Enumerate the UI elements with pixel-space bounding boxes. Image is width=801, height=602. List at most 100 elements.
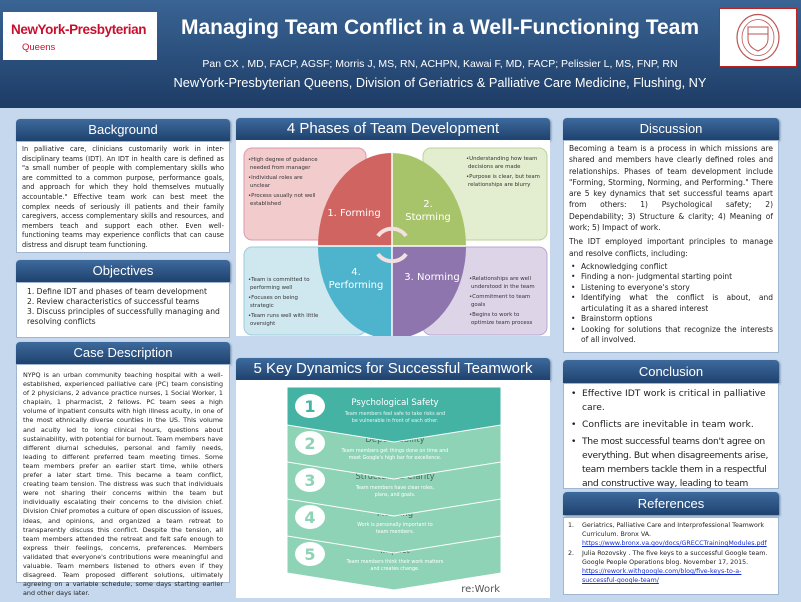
dynamic-desc: plans, and goals. (375, 492, 416, 498)
dynamics-heading: 5 Key Dynamics for Successful Teamwork (236, 358, 550, 380)
norming-label: 3. Norming (404, 272, 459, 283)
reference-link[interactable]: https://rework.withgoogle.com/blog/five-… (582, 568, 742, 585)
poster-header: NewYork-Presbyterian Queens Managing Tea… (0, 0, 801, 108)
svg-text:needed from manager: needed from manager (250, 165, 311, 171)
discussion-paragraph: Becoming a team is a process in which mi… (569, 144, 773, 233)
principle-item: Brainstorm options (569, 314, 773, 325)
svg-text:•Relationships are well: •Relationships are well (469, 276, 531, 282)
principle-item: Listening to everyone's story (569, 283, 773, 294)
background-heading: Background (16, 119, 230, 141)
conclusion-item: Conflicts are inevitable in team work. (570, 418, 772, 432)
svg-text:optimize team process: optimize team process (471, 320, 533, 326)
dynamics-diagram: 5ImpactTeam members think their work mat… (236, 380, 550, 598)
number-circle (295, 468, 325, 492)
cycle-arrow-icon (376, 226, 408, 238)
principle-item: Looking for solutions that recognize the… (569, 325, 773, 346)
dynamic-desc: Team members have clear roles, (355, 485, 435, 491)
conclusion-heading: Conclusion (563, 360, 779, 383)
svg-text:unclear: unclear (250, 183, 271, 189)
objective-item: 1. Define IDT and phases of team develop… (27, 287, 207, 296)
svg-text:•Team runs well with little: •Team runs well with little (248, 313, 319, 319)
svg-text:relationships are blurry: relationships are blurry (468, 182, 531, 188)
references-heading: References (563, 492, 779, 515)
objectives-heading: Objectives (16, 260, 230, 282)
case-description-body: NYPQ is an urban community teaching hosp… (16, 364, 230, 597)
number-circle (295, 431, 325, 455)
number-circle (295, 394, 325, 418)
svg-text:•Commitment to team: •Commitment to team (469, 294, 530, 300)
discussion-body: Becoming a team is a process in which mi… (563, 140, 779, 353)
dynamic-number: 4 (304, 508, 315, 527)
reference-item: 1.Geriatrics, Palliative Care and Interp… (568, 521, 774, 549)
svg-text:•Purpose is clear, but team: •Purpose is clear, but team (466, 174, 540, 180)
objectives-body: 1. Define IDT and phases of team develop… (16, 282, 230, 338)
affiliation: NewYork-Presbyterian Queens, Division of… (173, 75, 707, 90)
dynamic-number: 5 (304, 545, 315, 564)
performing-quadrant (318, 246, 392, 339)
conclusion-item: Effective IDT work is critical in pallia… (570, 387, 772, 415)
case-description-heading: Case Description (16, 342, 230, 364)
dynamic-desc: Team members get things done on time and (341, 448, 449, 454)
svg-text:•High degree of guidance: •High degree of guidance (248, 157, 318, 163)
dynamic-number: 1 (304, 397, 315, 416)
reference-item: 2.Julia Rozovsky . The five keys to a su… (568, 549, 774, 586)
discussion-heading: Discussion (563, 118, 779, 140)
svg-text:•Team is committed to: •Team is committed to (248, 277, 310, 283)
logo-subtext: Queens (22, 42, 56, 53)
logo-text: NewYork-Presbyterian (11, 22, 147, 37)
authors: Pan CX , MD, FACP, AGSF; Morris J, MS, R… (202, 58, 678, 70)
cycle-arrow-icon (376, 252, 408, 264)
dynamic-number: 3 (304, 471, 315, 490)
svg-text:established: established (250, 201, 281, 207)
dynamic-desc: team members. (376, 529, 414, 535)
norming-quadrant (392, 246, 466, 339)
svg-text:•Understanding how team: •Understanding how team (466, 156, 537, 162)
reference-link[interactable]: https://www.bronx.va.gov/docs/GRECCTrain… (582, 540, 767, 548)
dynamic-desc: Team members feel safe to take risks and (344, 411, 445, 417)
dynamic-title: Psychological Safety (351, 398, 438, 408)
references-body: 1.Geriatrics, Palliative Care and Interp… (563, 517, 779, 595)
university-seal-logo (719, 8, 797, 67)
forming-quadrant (318, 153, 392, 246)
dynamic-desc: be vulnerable in front of each other. (352, 418, 438, 424)
phases-diagram: 1. Forming 2. Storming 3. Norming 4. Per… (236, 140, 550, 339)
svg-text:decisions are made: decisions are made (468, 164, 521, 170)
svg-text:strategic: strategic (250, 303, 274, 309)
phases-heading: 4 Phases of Team Development (236, 118, 550, 140)
rework-logo: re:Work (461, 584, 500, 595)
svg-text:•Focuses on being: •Focuses on being (248, 295, 298, 301)
number-circle (295, 505, 325, 529)
objective-item: 3. Discuss principles of successfully ma… (27, 307, 220, 326)
svg-text:•Process usually not well: •Process usually not well (248, 193, 315, 199)
dynamic-number: 2 (304, 434, 315, 453)
performing-label: Performing (329, 280, 384, 291)
conclusion-body: Effective IDT work is critical in pallia… (563, 383, 779, 503)
number-circle (295, 542, 325, 566)
svg-text:goals: goals (471, 302, 486, 308)
svg-text:•Individual roles are: •Individual roles are (248, 175, 303, 181)
chevron-shape (286, 386, 502, 443)
background-body: In palliative care, clinicians customari… (16, 141, 230, 253)
dynamic-band: 4MeaningWork is personally important tot… (286, 497, 502, 554)
dynamic-desc: Team members think their work matters (346, 559, 444, 565)
discussion-paragraph: The IDT employed important principles to… (569, 237, 773, 258)
svg-text:understood in the team: understood in the team (471, 284, 535, 290)
performing-number: 4. (351, 267, 361, 278)
storming-number: 2. (423, 199, 433, 210)
objective-item: 2. Review characteristics of successful … (27, 297, 200, 306)
svg-text:•Begins to work to: •Begins to work to (469, 312, 519, 318)
storming-label: Storming (405, 212, 451, 223)
svg-text:performing well: performing well (250, 285, 292, 291)
principle-item: Identifying what the conflict is about, … (569, 293, 773, 314)
storming-quadrant (392, 153, 466, 246)
poster-title: Managing Team Conflict in a Well-Functio… (180, 16, 700, 39)
dynamic-desc: and creates change. (371, 566, 420, 572)
dynamic-desc: Work is personally important to (357, 522, 433, 528)
principle-item: Acknowledging conflict (569, 262, 773, 273)
principle-item: Finding a non- judgmental starting point (569, 272, 773, 283)
svg-text:oversight: oversight (250, 321, 275, 327)
nyp-queens-logo: NewYork-Presbyterian Queens (3, 12, 157, 60)
dynamic-desc: meet Google's high bar for excellence. (349, 455, 442, 461)
forming-label: 1. Forming (327, 208, 380, 219)
